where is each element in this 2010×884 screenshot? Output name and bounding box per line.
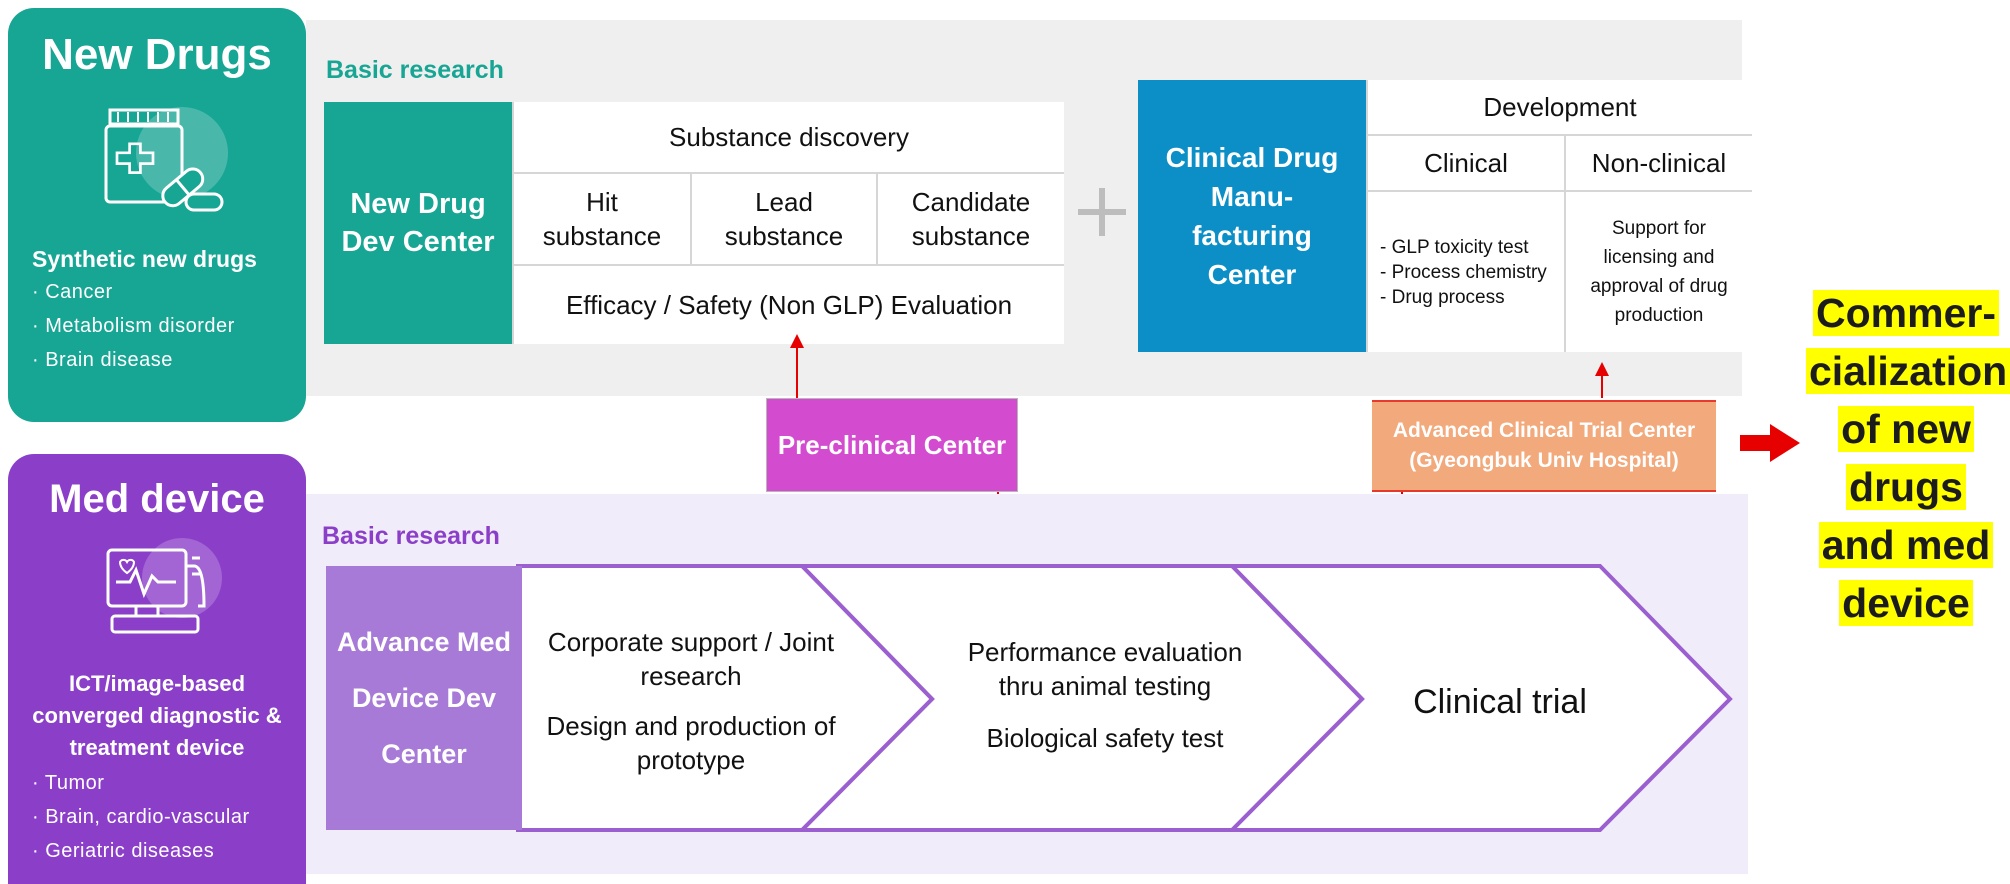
trial-center-line2: (Gyeongbuk Univ Hospital)	[1409, 449, 1679, 472]
med-device-subtitle: ICT/image-based converged diagnostic & t…	[32, 671, 282, 760]
stage-2-text: Performance evaluation thru animal testi…	[930, 620, 1280, 770]
clinical-header: Clinical	[1368, 136, 1564, 190]
development-header: Development	[1368, 80, 1752, 134]
trial-up-arrow	[1595, 362, 1609, 398]
stage-3-label: Clinical trial	[1413, 682, 1587, 721]
med-device-list: · Tumor · Brain, cardio-vascular · Geria…	[8, 766, 250, 868]
preclinical-up-arrow	[790, 334, 804, 398]
clinical-items-list: - GLP toxicity test - Process chemistry …	[1380, 235, 1552, 310]
substance-discovery-header: Substance discovery	[514, 102, 1064, 172]
device-basic-research-label: Basic research	[322, 522, 500, 550]
medicine-jar-icon	[82, 98, 232, 218]
pre-clinical-center-label: Pre-clinical Center	[777, 429, 1007, 460]
stage-1-line-1: Corporate support / Joint research	[547, 627, 835, 691]
drug-basic-research-label: Basic research	[326, 56, 504, 84]
list-item: · Tumor	[32, 772, 105, 794]
trial-center-line1: Advanced Clinical Trial Center	[1392, 419, 1696, 442]
list-item: · Cancer	[32, 281, 113, 303]
new-drugs-list: · Cancer · Metabolism disorder · Brain d…	[8, 275, 235, 377]
list-item: · Brain disease	[32, 349, 173, 371]
lead-substance-cell: Lead substance	[692, 174, 876, 264]
manufacturing-table: Clinical Drug Manu-facturing Center Deve…	[1138, 80, 1752, 352]
new-drug-dev-center: New Drug Dev Center	[324, 102, 512, 344]
stage-1-line-2: Design and production of prototype	[546, 711, 836, 775]
list-item: - Process chemistry	[1380, 261, 1547, 283]
clinical-drug-manufacturing-center: Clinical Drug Manu-facturing Center	[1138, 80, 1366, 352]
stage-2-line-2: Biological safety test	[986, 723, 1224, 753]
non-clinical-text: Support for licensing and approval of dr…	[1590, 218, 1728, 326]
new-drugs-subtitle: Synthetic new drugs	[32, 246, 257, 272]
new-drugs-title: New Drugs	[42, 30, 272, 79]
commercialization-text: Commer-cialization of new drugs and med …	[1806, 290, 2010, 626]
candidate-substance-cell: Candidate substance	[878, 174, 1064, 264]
med-device-title: Med device	[49, 477, 265, 521]
stage-1-text: Corporate support / Joint research Desig…	[526, 606, 856, 796]
list-item: - GLP toxicity test	[1380, 236, 1529, 258]
stage-3-text: Clinical trial	[1360, 670, 1640, 734]
non-clinical-text-cell: Support for licensing and approval of dr…	[1566, 192, 1752, 352]
pre-clinical-center: Pre-clinical Center	[766, 398, 1018, 492]
list-item: · Geriatric diseases	[32, 840, 215, 862]
plus-icon	[1078, 188, 1126, 236]
stage-2-line-1: Performance evaluation thru animal testi…	[967, 637, 1243, 701]
new-drug-dev-table: New Drug Dev Center Substance discovery …	[324, 102, 1064, 344]
monitor-heartbeat-icon	[82, 536, 232, 646]
hit-substance-cell: Hit substance	[514, 174, 690, 264]
med-device-panel: Med device ICT/image-based converged dia…	[8, 454, 306, 884]
list-item: - Drug process	[1380, 286, 1505, 308]
efficacy-evaluation-cell: Efficacy / Safety (Non GLP) Evaluation	[514, 266, 1064, 344]
outcome-arrow	[1740, 424, 1800, 462]
list-item: · Brain, cardio-vascular	[32, 806, 250, 828]
commercialization-outcome: Commer-cialization of new drugs and med …	[1806, 284, 2010, 632]
advance-med-device-dev-center: Advance Med Device Dev Center	[326, 566, 522, 830]
clinical-items-cell: - GLP toxicity test - Process chemistry …	[1368, 192, 1564, 352]
list-item: · Metabolism disorder	[32, 315, 235, 337]
advanced-clinical-trial-center: Advanced Clinical Trial Center (Gyeongbu…	[1372, 400, 1716, 492]
new-drugs-panel: New Drugs Synthetic new drugs · Cancer ·…	[8, 8, 306, 422]
non-clinical-header: Non-clinical	[1566, 136, 1752, 190]
